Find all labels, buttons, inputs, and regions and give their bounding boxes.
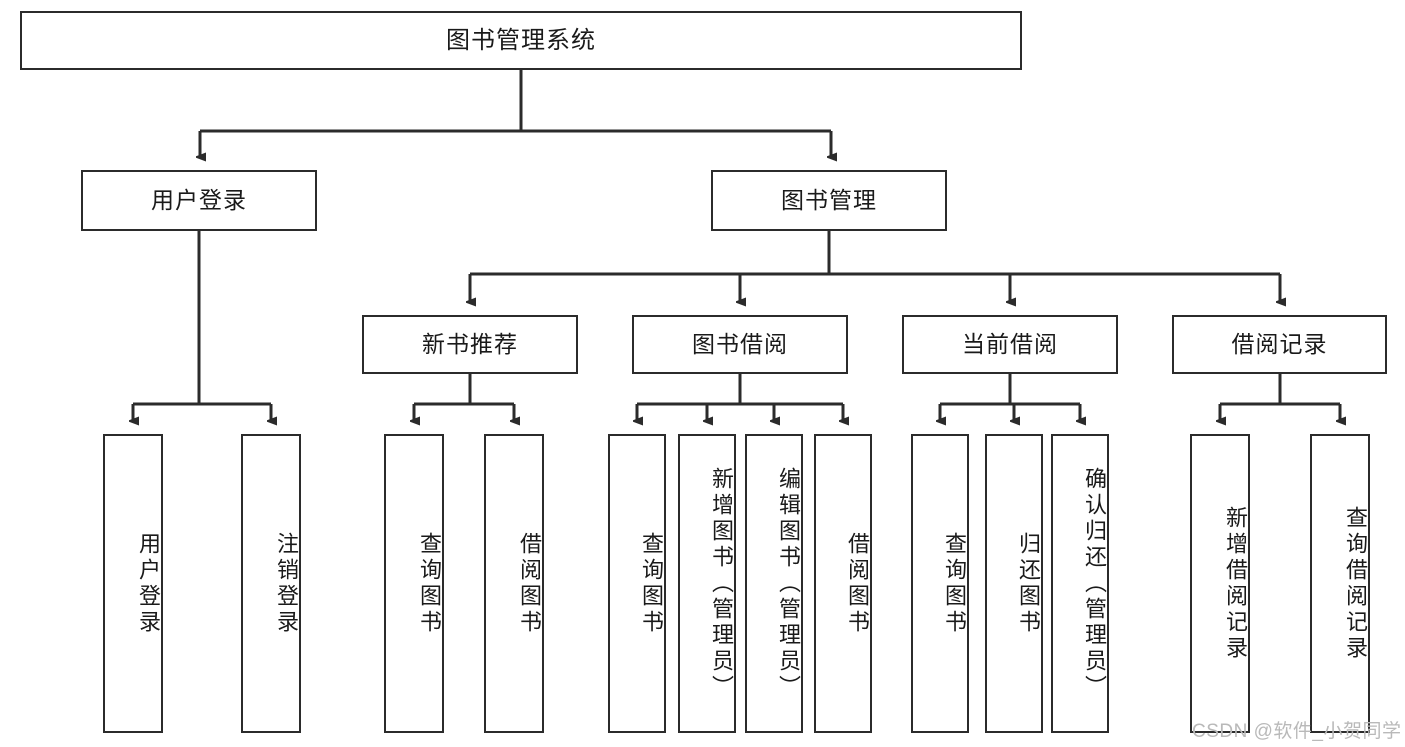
node-leaf-4[interactable]: 查询图书 (608, 434, 666, 733)
watermark-credit: CSDN @软件_小贺同学 (1192, 721, 1402, 742)
node-level2-0[interactable]: 用户登录 (81, 170, 317, 231)
node-level3-3[interactable]: 借阅记录 (1172, 315, 1387, 374)
node-leaf-2[interactable]: 查询图书 (384, 434, 444, 733)
node-leaf-1[interactable]: 注销登录 (241, 434, 301, 733)
node-level3-1[interactable]: 图书借阅 (632, 315, 848, 374)
node-leaf-0[interactable]: 用户登录 (103, 434, 163, 733)
node-leaf-6[interactable]: 编辑图书（管理员） (745, 434, 803, 733)
node-leaf-8[interactable]: 查询图书 (911, 434, 969, 733)
node-leaf-12[interactable]: 查询借阅记录 (1310, 434, 1370, 733)
node-leaf-3[interactable]: 借阅图书 (484, 434, 544, 733)
node-level3-2[interactable]: 当前借阅 (902, 315, 1118, 374)
node-leaf-9[interactable]: 归还图书 (985, 434, 1043, 733)
node-leaf-11[interactable]: 新增借阅记录 (1190, 434, 1250, 733)
node-level2-1[interactable]: 图书管理 (711, 170, 947, 231)
node-level3-0[interactable]: 新书推荐 (362, 315, 578, 374)
node-leaf-7[interactable]: 借阅图书 (814, 434, 872, 733)
node-root[interactable]: 图书管理系统 (20, 11, 1022, 70)
node-leaf-5[interactable]: 新增图书（管理员） (678, 434, 736, 733)
node-leaf-10[interactable]: 确认归还（管理员） (1051, 434, 1109, 733)
